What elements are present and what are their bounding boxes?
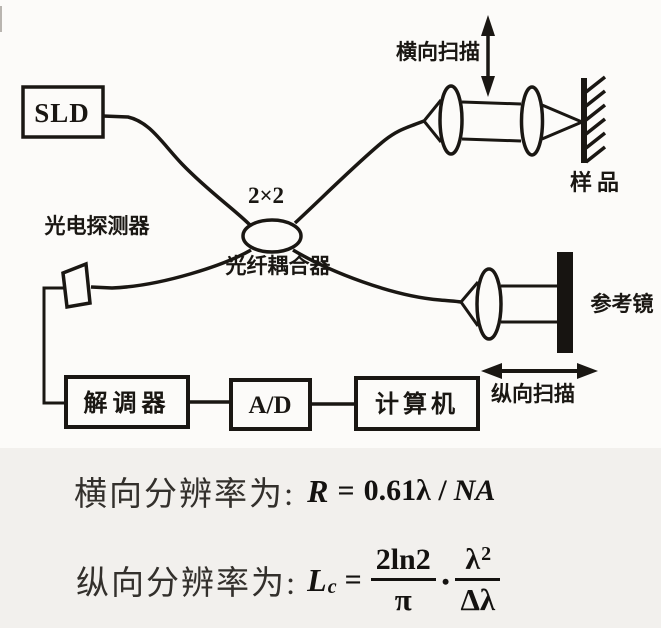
lateral-symbol: R (307, 472, 329, 509)
lateral-resolution-caption: 横向分辨率为: (74, 477, 296, 513)
axial-frac1-bar (370, 578, 436, 581)
axial-resolution-equation: L c = 2ln2 π • λ2 Δλ (307, 543, 501, 617)
lateral-resolution-equation: R = 0.61λ / NA (307, 473, 495, 510)
fiber-coupler-to-sample-arm (293, 119, 425, 225)
ad-converter-label: A/D (248, 392, 291, 419)
sample-focus-cone (541, 103, 583, 141)
longitudinal-scan-arrowhead-right (577, 363, 598, 379)
axial-frac2-lambda: λ (465, 543, 481, 576)
fiber-coupler-ellipse (241, 218, 303, 254)
oct-system-diagram: SLD 2×2 光纤耦合器 光电探测器 样品 (0, 0, 661, 448)
wire-detector-to-demodulator (42, 286, 66, 405)
axial-frac1-denominator: π (394, 582, 412, 617)
axial-frac2-bar (455, 578, 501, 581)
sld-source-box (21, 85, 105, 139)
axial-fraction-1: 2ln2 π (370, 543, 436, 617)
axial-frac2-numerator: λ2 (460, 543, 495, 576)
photodetector-label: 光电探测器 (44, 214, 151, 238)
sample-arm-beam-cone (422, 99, 443, 143)
sample-hatching (584, 75, 607, 164)
axial-frac2-denominator: Δλ (460, 582, 496, 617)
longitudinal-scan-label: 纵向扫描 (491, 382, 575, 406)
fiber-coupler-to-reference-arm (292, 248, 462, 304)
axial-resolution-formula: 纵向分辨率为: L c = 2ln2 π • λ2 Δλ (76, 540, 501, 620)
axial-symbol-subscript: c (327, 575, 337, 598)
reference-arm-collimated-beam (501, 284, 557, 324)
axial-equals-sign: = (344, 563, 362, 596)
lateral-value: 0.61λ / (363, 474, 447, 507)
sample-arm-lens-2 (519, 85, 545, 157)
reference-arm-lens (475, 267, 503, 341)
coupler-type-label: 2×2 (248, 183, 284, 208)
lateral-scan-arrowhead-up (481, 15, 495, 36)
longitudinal-scan-arrowhead-left (481, 363, 502, 379)
computer-box (354, 376, 480, 431)
axial-frac2-exponent: 2 (481, 543, 492, 565)
photodetector-element (61, 261, 92, 310)
demodulator-label: 解调器 (84, 389, 171, 417)
sample-arm-collimated-beam (461, 100, 522, 143)
axial-multiplication-dot: • (441, 569, 450, 594)
oct-schematic-svg: SLD 2×2 光纤耦合器 光电探测器 样品 (0, 6, 654, 431)
axial-fraction-2: λ2 Δλ (455, 543, 501, 617)
reference-mirror-element (557, 252, 573, 353)
fiber-sld-to-coupler (102, 114, 252, 227)
axial-resolution-caption: 纵向分辨率为: (76, 566, 298, 602)
axial-frac1-numerator: 2ln2 (375, 543, 431, 576)
scan-artifact (0, 6, 2, 32)
lateral-resolution-formula: 横向分辨率为: R = 0.61λ / NA (74, 468, 495, 514)
axial-symbol: L (307, 561, 327, 598)
fiber-coupler-to-detector (90, 248, 252, 290)
sld-label: SLD (34, 98, 90, 128)
lateral-equals-sign: = (337, 474, 355, 507)
reference-arm-beam-cone (459, 281, 480, 327)
lateral-value-na: NA (453, 474, 496, 507)
sample-arm-lens-1 (438, 84, 464, 156)
reference-mirror-label: 参考镜 (591, 292, 654, 316)
lateral-scan-label: 横向扫描 (396, 40, 480, 64)
coupler-name-label: 光纤耦合器 (225, 254, 332, 278)
sample-label: 样品 (570, 170, 624, 196)
lateral-scan-arrowhead-down (481, 76, 495, 97)
computer-label: 计算机 (375, 390, 459, 418)
